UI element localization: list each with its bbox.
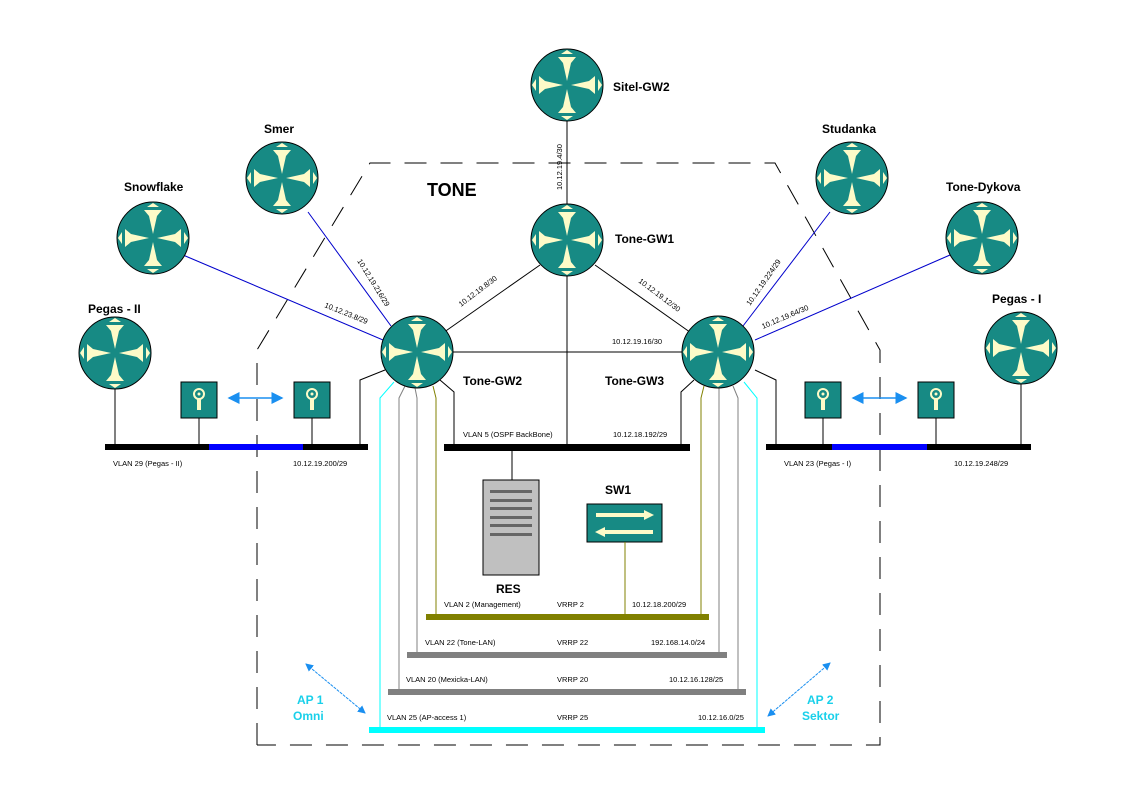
- link-gw1-gw2[interactable]: [439, 264, 541, 336]
- link-studanka-gw3[interactable]: [742, 211, 831, 327]
- router-label-tone-dykova: Tone-Dykova: [946, 180, 1021, 194]
- site-title: TONE: [427, 180, 477, 200]
- router-label-studanka: Studanka: [822, 122, 876, 136]
- vlan22-vrrp: VRRP 22: [557, 638, 588, 647]
- ap2-label: AP 2: [807, 693, 834, 707]
- router-icon[interactable]: [78, 316, 152, 390]
- vlan20-vrrp: VRRP 20: [557, 675, 588, 684]
- vlan29-name: VLAN 29 (Pegas - II): [113, 459, 183, 468]
- vlan23-segment-right[interactable]: [927, 444, 1031, 450]
- vlan23-name: VLAN 23 (Pegas - I): [784, 459, 852, 468]
- router-icon[interactable]: [945, 201, 1019, 275]
- link-label-gw1-gw2: 10.12.19.8/30: [457, 274, 499, 309]
- link-smer-gw2[interactable]: [307, 211, 392, 327]
- router-label-sitel-gw2: Sitel-GW2: [613, 80, 670, 94]
- vlan29-segment-left[interactable]: [105, 444, 209, 450]
- vlan25-name: VLAN 25 (AP-access 1): [387, 713, 467, 722]
- server-res[interactable]: [482, 479, 540, 576]
- vlan25-vrrp: VRRP 25: [557, 713, 588, 722]
- router-label-smer: Smer: [264, 122, 294, 136]
- vlan25-subnet: 10.12.16.0/25: [698, 713, 744, 722]
- link-gw2-vlan22[interactable]: [414, 387, 418, 652]
- router-label-snowflake: Snowflake: [124, 180, 184, 194]
- router-icon[interactable]: [245, 141, 319, 215]
- vlan5-segment[interactable]: [444, 444, 690, 451]
- ap1-wireless-arrow-icon: [305, 663, 366, 714]
- link-gw3-vlan2[interactable]: [700, 385, 705, 615]
- ap2-wireless-arrow-icon: [767, 662, 831, 717]
- vlan22-name: VLAN 22 (Tone-LAN): [425, 638, 496, 647]
- link-label-sitel-gw1: 10.12.19.4/30: [555, 144, 564, 190]
- link-gw2-vlan25[interactable]: [379, 381, 395, 728]
- router-icon[interactable]: [116, 201, 190, 275]
- router-label-pegas-ii: Pegas - II: [88, 302, 141, 316]
- link-gw3-vlan23[interactable]: [754, 369, 777, 447]
- link-gw2-vlan2[interactable]: [432, 385, 437, 615]
- link-gw3-vlan5[interactable]: [680, 379, 695, 446]
- link-label-gw1-gw3: 10.12.19.12/30: [637, 276, 682, 313]
- link-label-snowflake-gw2: 10.12.23.8/29: [323, 301, 369, 327]
- switch-label: SW1: [605, 483, 631, 497]
- link-gw1-gw3[interactable]: [594, 264, 695, 336]
- vlan20-subnet: 10.12.16.128/25: [669, 675, 723, 684]
- vlan2-vrrp: VRRP 2: [557, 600, 584, 609]
- link-dykova-gw3[interactable]: [754, 254, 951, 341]
- router-icon[interactable]: [815, 141, 889, 215]
- ap1-label: AP 1: [297, 693, 324, 707]
- link-gw3-vlan20[interactable]: [732, 385, 739, 690]
- router-icon[interactable]: [380, 315, 454, 389]
- vlan5-name: VLAN 5 (OSPF BackBone): [463, 430, 553, 439]
- vlan20-name: VLAN 20 (Mexicka-LAN): [406, 675, 488, 684]
- vlan23-wireless-segment[interactable]: [832, 444, 927, 450]
- vlan2-subnet: 10.12.18.200/29: [632, 600, 686, 609]
- vlan29-wireless-segment[interactable]: [209, 444, 303, 450]
- router-icon[interactable]: [984, 311, 1058, 385]
- vlan29-subnet: 10.12.19.200/29: [293, 459, 347, 468]
- router-icon[interactable]: [530, 203, 604, 277]
- router-label-tone-gw1: Tone-GW1: [615, 232, 674, 246]
- link-label-gw2-gw3: 10.12.19.16/30: [612, 337, 662, 346]
- wireless-bridge-icon[interactable]: [917, 381, 955, 419]
- server-label: RES: [496, 582, 521, 596]
- wireless-bridge-icon[interactable]: [804, 381, 842, 419]
- vlan20-segment[interactable]: [388, 689, 746, 695]
- link-label-smer-gw2: 10.12.19.216/29: [355, 257, 391, 308]
- router-label-tone-gw3: Tone-GW3: [605, 374, 664, 388]
- link-gw3-vlan25[interactable]: [743, 381, 758, 728]
- link-gw2-vlan29[interactable]: [359, 369, 386, 447]
- vlan2-name: VLAN 2 (Management): [444, 600, 521, 609]
- router-icon[interactable]: [681, 315, 755, 389]
- ap1-type: Omni: [293, 709, 324, 723]
- tone-site-boundary: [256, 162, 881, 746]
- wireless-bridge-icon[interactable]: [293, 381, 331, 419]
- router-label-pegas-i: Pegas - I: [992, 292, 1041, 306]
- vlan2-segment[interactable]: [426, 614, 709, 620]
- vlan23-subnet: 10.12.19.248/29: [954, 459, 1008, 468]
- vlan23-segment-left[interactable]: [766, 444, 832, 450]
- link-gw2-vlan5[interactable]: [439, 379, 455, 446]
- vlan5-subnet: 10.12.18.192/29: [613, 430, 667, 439]
- vlan25-segment[interactable]: [369, 727, 765, 733]
- vlan22-subnet: 192.168.14.0/24: [651, 638, 705, 647]
- switch-sw1[interactable]: [586, 503, 663, 543]
- router-icon[interactable]: [530, 48, 604, 122]
- vlan29-segment-right[interactable]: [303, 444, 368, 450]
- router-label-tone-gw2: Tone-GW2: [463, 374, 522, 388]
- link-gw2-vlan20[interactable]: [398, 385, 406, 690]
- vlan22-segment[interactable]: [407, 652, 727, 658]
- wireless-bridge-icon[interactable]: [180, 381, 218, 419]
- ap2-type: Sektor: [802, 709, 840, 723]
- link-snowflake-gw2[interactable]: [182, 254, 384, 341]
